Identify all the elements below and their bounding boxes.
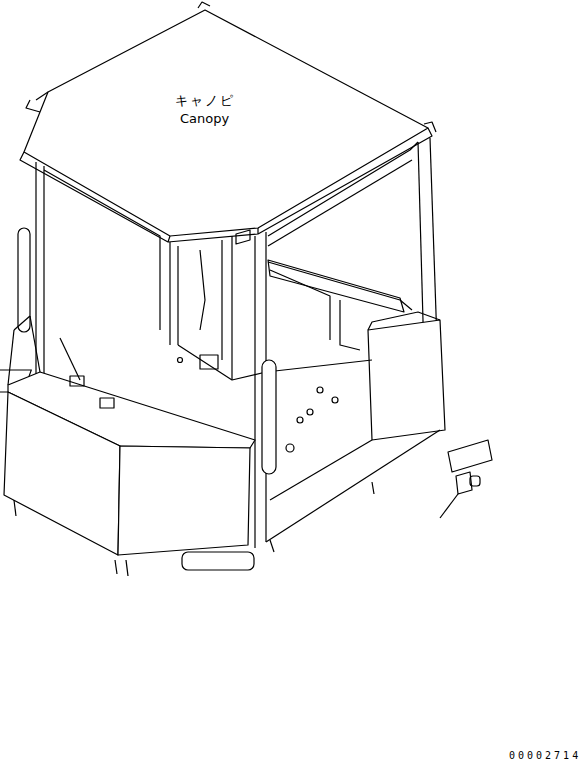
part-name-ja: キャノピ (175, 94, 235, 108)
drawing-number: 00002714 (509, 750, 581, 761)
part-name-en: Canopy (180, 112, 229, 126)
